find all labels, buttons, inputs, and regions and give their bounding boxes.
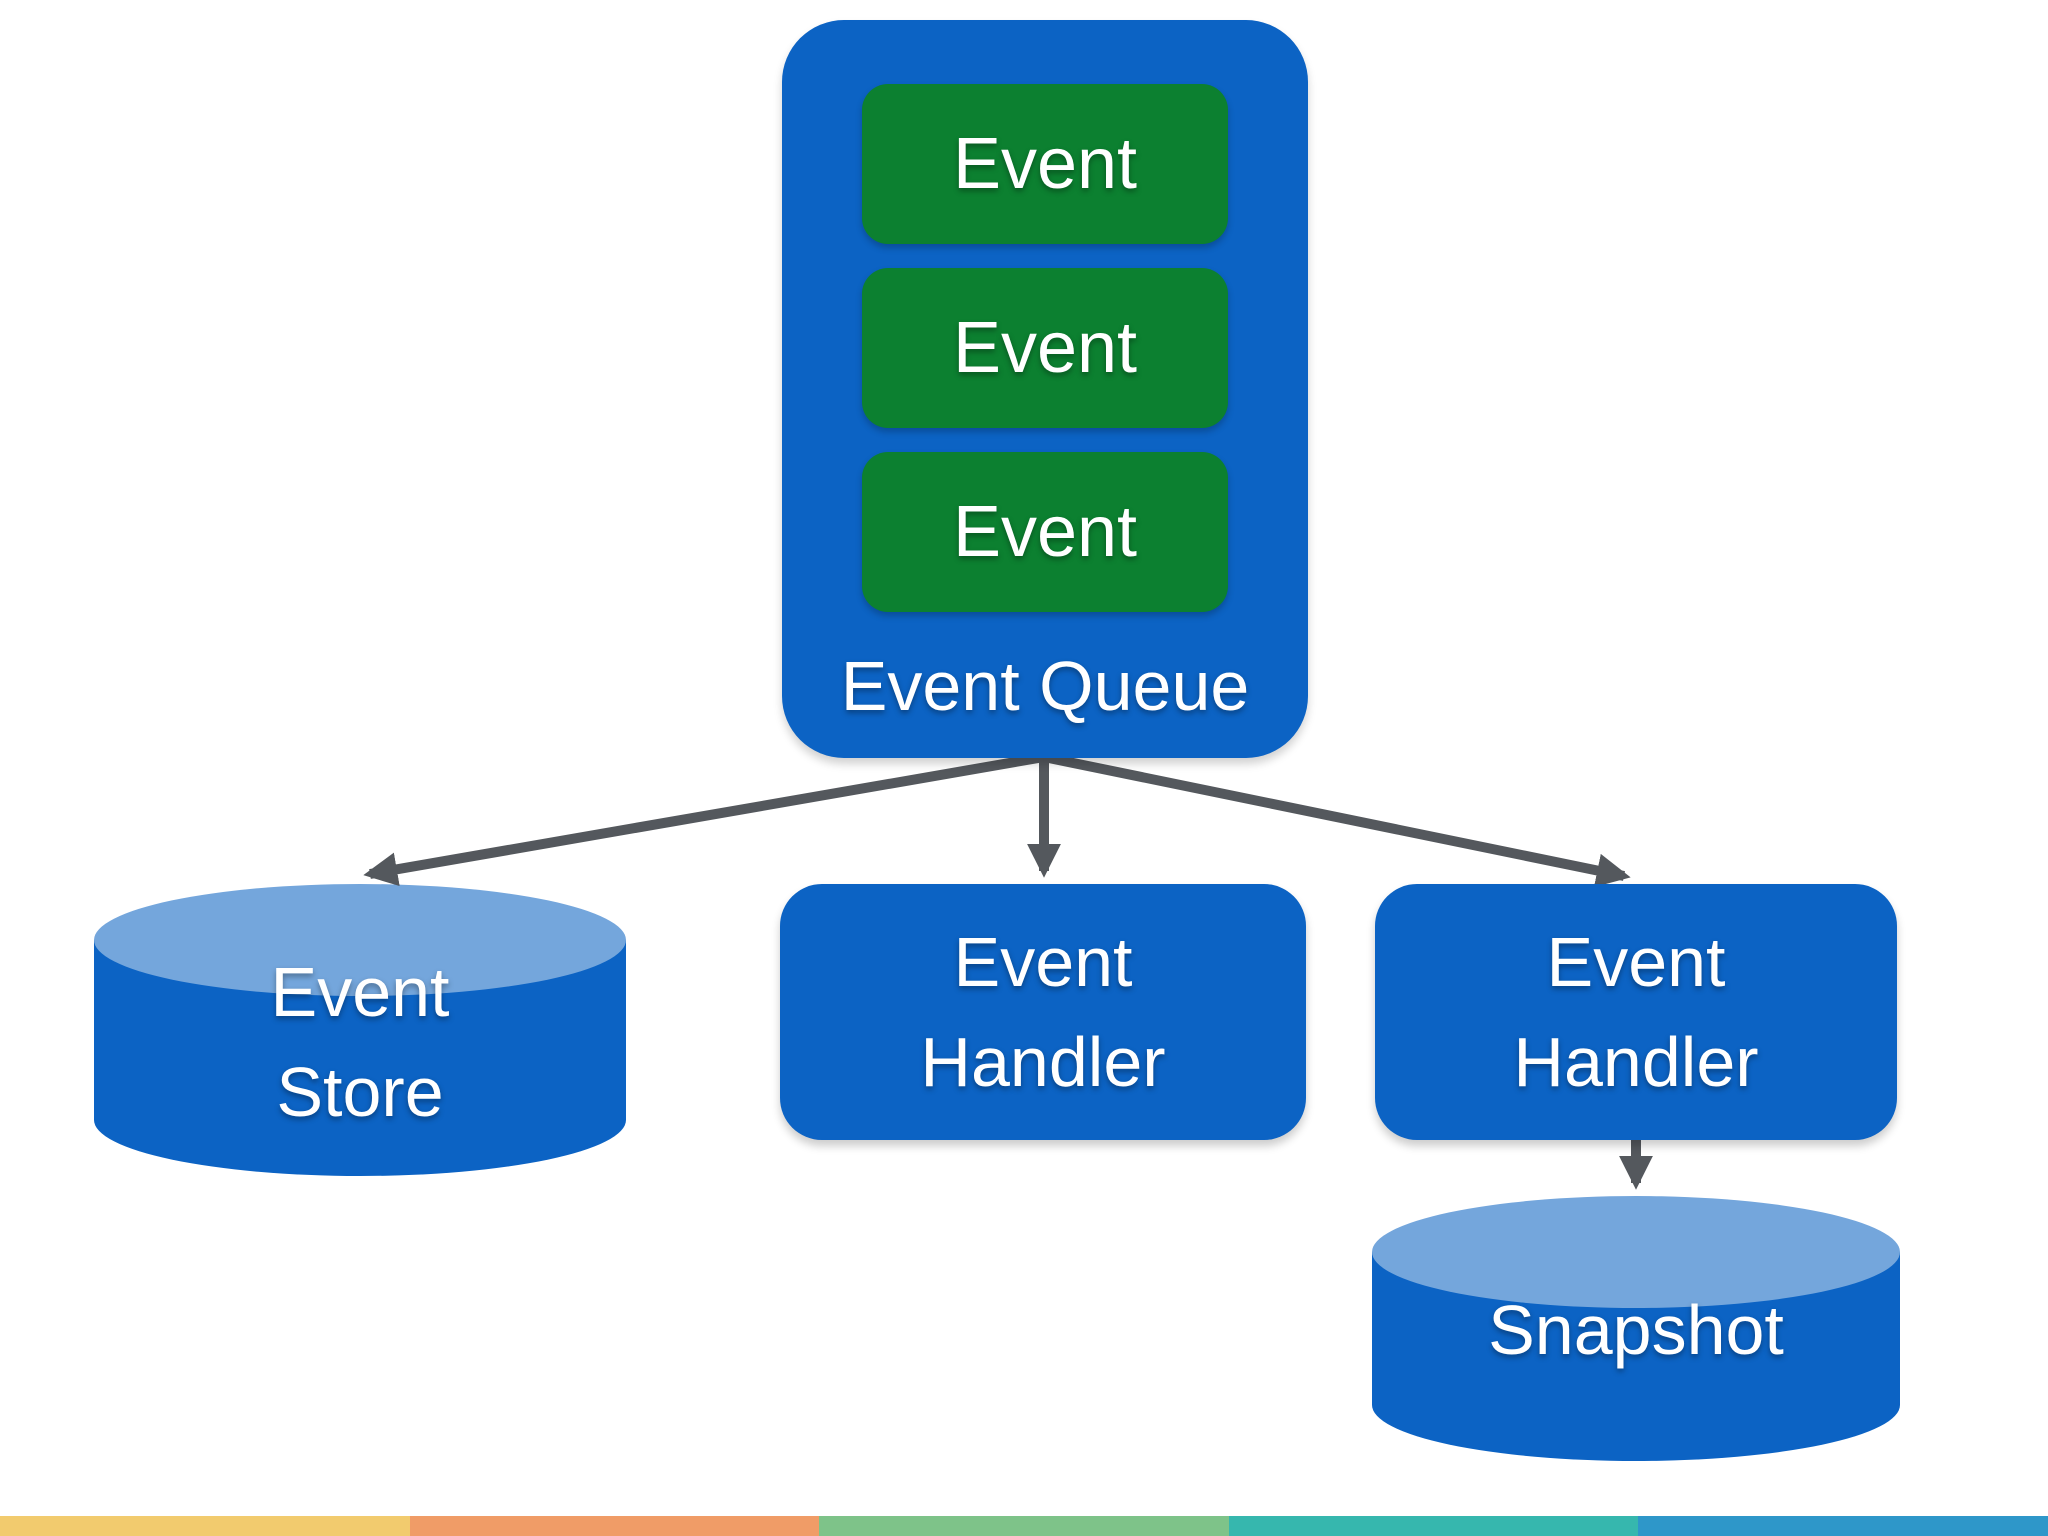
footer-segment-teal xyxy=(1228,1516,1639,1536)
footer-segment-yellow xyxy=(0,1516,410,1536)
event-chip-label: Event xyxy=(952,492,1138,572)
snapshot-cylinder-body xyxy=(1372,1252,1900,1461)
event-chip: Event xyxy=(862,84,1228,244)
event-store-cylinder-body xyxy=(94,940,626,1176)
event-store-label-line1: Event xyxy=(270,953,450,1031)
event-handler-1-label-line2: Handler xyxy=(920,1023,1166,1101)
event-chip: Event xyxy=(862,452,1228,612)
snapshot-label: Snapshot xyxy=(1488,1291,1784,1369)
event-queue-label: Event Queue xyxy=(840,647,1250,725)
event-store-cylinder xyxy=(94,884,626,1176)
footer-segment-blue xyxy=(1638,1516,2048,1536)
event-chip-label: Event xyxy=(952,308,1138,388)
snapshot-cylinder-top xyxy=(1372,1196,1900,1308)
footer-segment-green xyxy=(819,1516,1229,1536)
event-chip: Event xyxy=(862,268,1228,428)
event-store-label: Event Store xyxy=(94,942,626,1142)
snapshot-cylinder xyxy=(1372,1196,1900,1461)
event-handler-1-label-line1: Event xyxy=(953,923,1133,1001)
footer-color-bar xyxy=(0,1516,2048,1536)
event-handler-2-box: Event Handler xyxy=(1375,884,1897,1140)
event-handler-2-label-line2: Handler xyxy=(1513,1023,1759,1101)
event-chip-label: Event xyxy=(952,124,1138,204)
event-store-label-line2: Store xyxy=(276,1053,444,1131)
event-handler-2-label-line1: Event xyxy=(1546,923,1726,1001)
event-store-cylinder-top xyxy=(94,884,626,996)
edge-queue-to-handler-2 xyxy=(1042,752,1631,888)
edge-queue-to-store xyxy=(363,752,1045,887)
event-handler-1-box: Event Handler xyxy=(780,884,1306,1140)
footer-segment-orange xyxy=(409,1516,820,1536)
